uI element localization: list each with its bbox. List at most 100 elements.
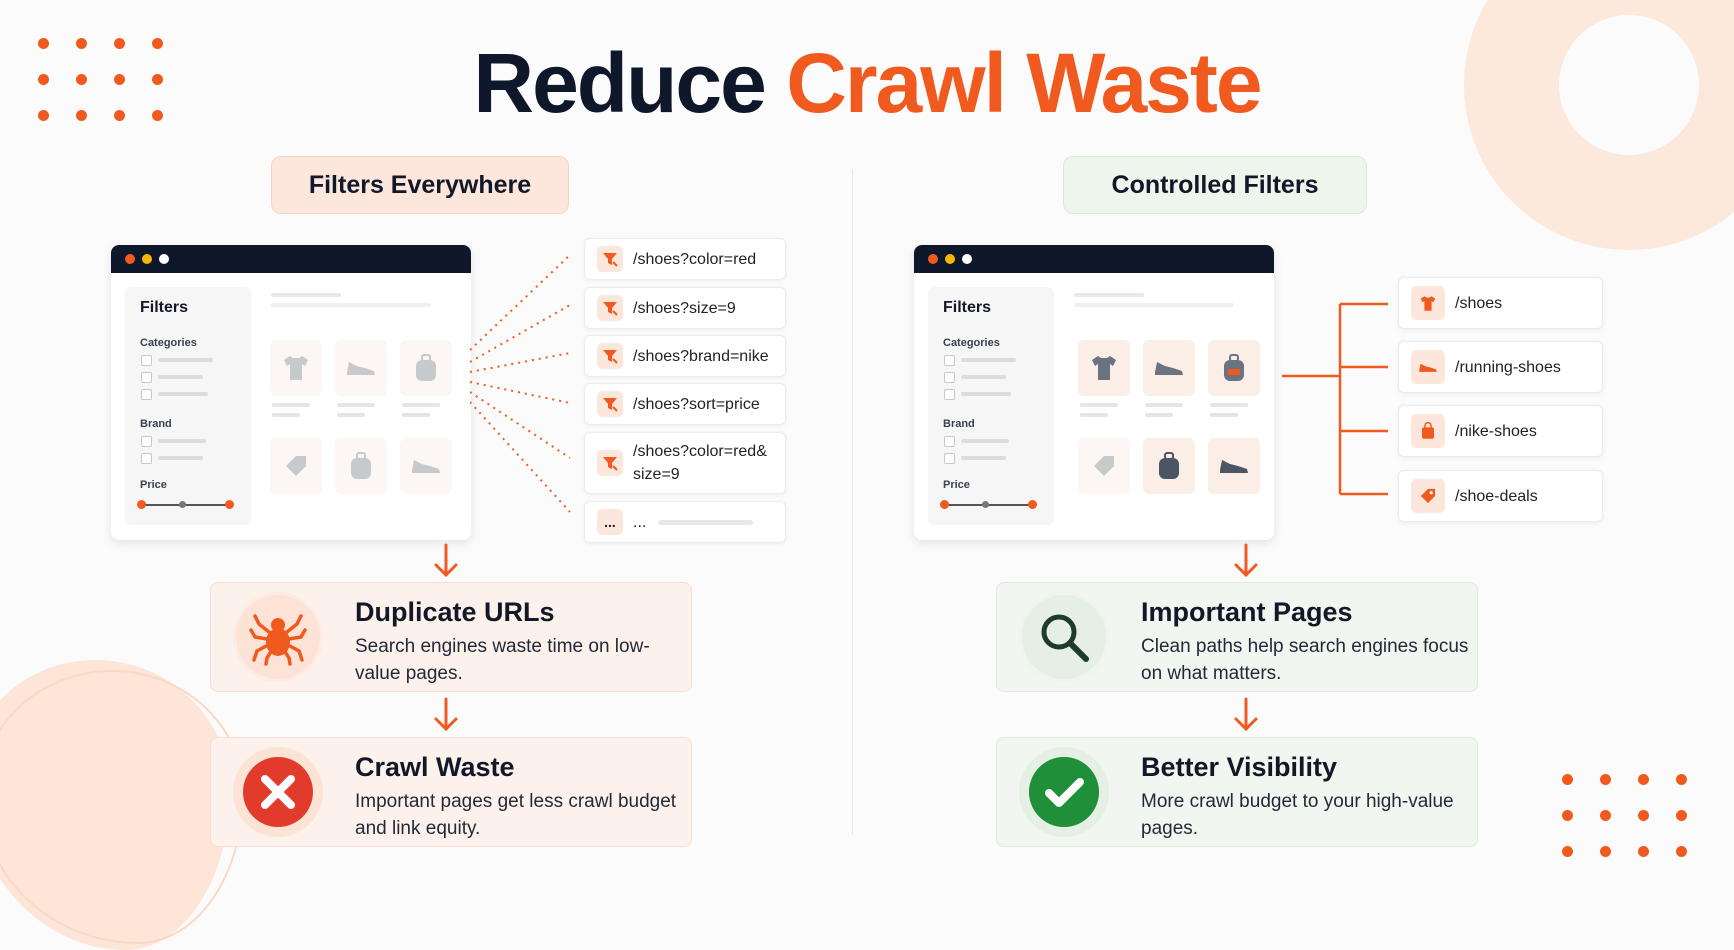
sneaker-icon [1411,350,1445,384]
url-text: /shoes?color=red&size=9 [633,443,767,483]
price-slider-handle-max[interactable] [225,500,234,509]
filter-url-card[interactable]: /shoes?color=red&size=9 [584,432,786,494]
price-slider-handle-min[interactable] [137,500,146,509]
filters-heading: Filters [140,299,189,316]
category-checkbox[interactable] [141,372,152,383]
filters-sidebar: Filters Categories Brand Price [125,287,251,525]
clean-url-card[interactable]: /shoe-deals [1398,470,1603,522]
decorative-dot [38,74,49,85]
decorative-dot [152,38,163,49]
browser-mockup-left: Filters Categories Brand Price [111,245,471,540]
decorative-dot [1600,774,1611,785]
brand-label: Brand [943,418,975,430]
category-checkbox[interactable] [944,355,955,366]
product-sneaker [1143,340,1195,396]
brand-checkbox[interactable] [141,453,152,464]
category-checkbox[interactable] [141,389,152,400]
clean-url-card[interactable]: /shoes [1398,277,1603,329]
result-card-duplicate-urls: Duplicate URLs Search engines waste time… [210,582,692,692]
decorative-dot [114,74,125,85]
product-tshirt [1078,340,1130,396]
price-slider-mid [982,501,989,508]
product-sneaker [335,340,387,396]
url-text: /shoes?size=9 [633,299,736,317]
window-dot-yellow [142,254,152,264]
window-dot-red [928,254,938,264]
filters-sidebar: Filters Categories Brand Price [928,287,1054,525]
filter-url-card[interactable]: /shoes?size=9 [584,287,786,329]
browser-mockup-right: Filters Categories Brand Price [914,245,1274,540]
product-tag [270,438,322,494]
result-heading: Crawl Waste [355,752,515,782]
decorative-dot [152,74,163,85]
url-text: /nike-shoes [1455,422,1537,440]
filter-url-card[interactable]: ...... [584,501,786,543]
more-icon: ... [597,509,623,535]
filter-url-card[interactable]: /shoes?color=red [584,238,786,280]
product-backpack [1208,340,1260,396]
window-dot-white [159,254,169,264]
product-tshirt [270,340,322,396]
product-backpack [335,438,387,494]
decorative-dot [1600,846,1611,857]
x-circle-icon [233,747,323,837]
magnifier-icon [1019,592,1109,682]
clean-url-card[interactable]: /running-shoes [1398,341,1603,393]
decorative-dot [1638,810,1649,821]
brand-checkbox[interactable] [141,436,152,447]
price-slider-handle-max[interactable] [1028,500,1037,509]
filter-url-card[interactable]: /shoes?sort=price [584,383,786,425]
decorative-dot [1638,774,1649,785]
result-card-crawl-waste: Crawl Waste Important pages get less cra… [210,737,692,847]
tshirt-icon [1411,286,1445,320]
window-dot-yellow [945,254,955,264]
category-checkbox[interactable] [944,389,955,400]
result-heading: Important Pages [1141,597,1353,627]
decorative-dot [1676,810,1687,821]
decorative-dot [152,110,163,121]
price-slider-handle-min[interactable] [940,500,949,509]
category-checkbox[interactable] [944,372,955,383]
decorative-dot [1562,774,1573,785]
filter-url-card[interactable]: /shoes?brand=nike [584,335,786,377]
decorative-dot [76,38,87,49]
price-label: Price [943,479,970,491]
dotted-connector-lines [470,254,571,513]
result-card-important-pages: Important Pages Clean paths help search … [996,582,1478,692]
category-checkbox[interactable] [141,355,152,366]
filter-icon [597,450,623,476]
arrow-down-icon [1234,697,1258,732]
categories-label: Categories [943,337,1000,349]
placeholder-line [658,519,754,525]
filters-heading: Filters [943,299,992,316]
price-label: Price [140,479,167,491]
arrow-down-icon [1234,543,1258,578]
decorative-dot [76,110,87,121]
url-text: /shoe-deals [1455,487,1538,505]
product-backpack [1143,438,1195,494]
clean-url-card[interactable]: /nike-shoes [1398,405,1603,457]
arrow-down-icon [434,697,458,732]
tree-connector-lines [1282,302,1388,496]
result-description: Important pages get less crawl budget an… [355,791,677,839]
check-circle-icon [1019,747,1109,837]
price-slider-mid [179,501,186,508]
url-text: /running-shoes [1455,358,1561,376]
decorative-blob-outline [0,670,244,944]
spider-icon [233,592,323,682]
decorative-dot [1600,810,1611,821]
result-description: Clean paths help search engines focus on… [1141,636,1469,684]
product-sneaker [400,438,452,494]
url-text: /shoes?brand=nike [633,347,769,365]
result-description: Search engines waste time on low-value p… [355,636,650,684]
brand-checkbox[interactable] [944,453,955,464]
title-part-2: Crawl Waste [786,36,1262,130]
decorative-dot [38,110,49,121]
browser-title-bar [111,245,471,273]
label-controlled-filters: Controlled Filters [1063,156,1367,214]
decorative-dot [38,38,49,49]
brand-label: Brand [140,418,172,430]
result-heading: Duplicate URLs [355,597,555,627]
brand-checkbox[interactable] [944,436,955,447]
arrow-down-icon [434,543,458,578]
